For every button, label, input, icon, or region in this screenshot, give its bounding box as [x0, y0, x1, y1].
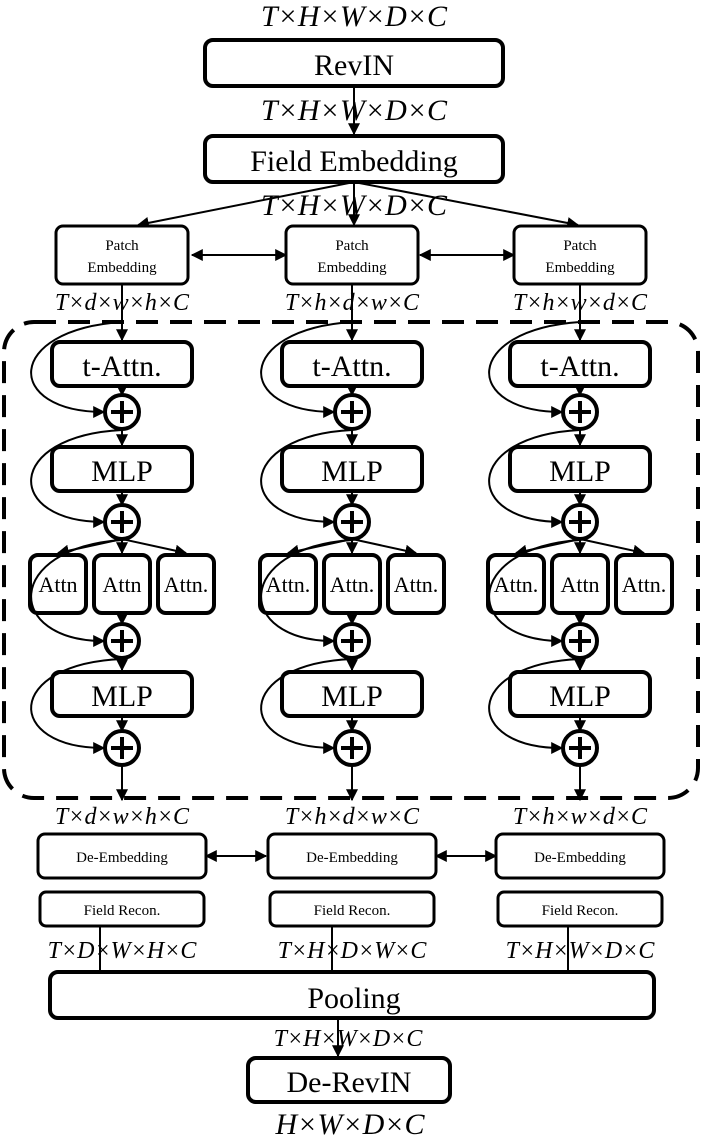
branch-2-shape-recon-label: T×H×D×W×C	[278, 938, 428, 964]
de-revin-label: De-RevIN	[287, 1066, 412, 1099]
branch-1-attn-label-1: Attn	[38, 572, 77, 597]
branch-2-attn-label-2: Attn.	[330, 572, 375, 597]
branch-1-skip-2	[30, 429, 123, 528]
field-embedding-label: Field Embedding	[250, 145, 457, 178]
branch-3-attn-label-1: Attn.	[494, 572, 539, 597]
branch-1-shape-recon-label: T×D×W×H×C	[48, 938, 198, 964]
branch-2-t-attn-label: t-Attn.	[312, 350, 391, 383]
branch-3-mlp1-label: MLP	[549, 455, 611, 488]
branch-1-patch-embedding-line1: Patch	[105, 238, 139, 254]
final-shape-label: H×W×D×C	[274, 1108, 425, 1140]
branch-2-attn-label-3: Attn.	[394, 572, 439, 597]
branch-2-skip-2	[260, 429, 353, 528]
branch-1-attn-label-3: Attn.	[164, 572, 209, 597]
branch-3-shape-recon-label: T×H×W×D×C	[506, 938, 656, 964]
branch-3-mlp2-label: MLP	[549, 680, 611, 713]
branch-1-mlp2-label: MLP	[91, 680, 153, 713]
branch-1-skip-3	[30, 539, 123, 647]
branch-1-skip-1	[30, 321, 123, 418]
branch-1-shape-out-label: T×d×w×h×C	[55, 804, 190, 830]
arrow-field-to-patch-1	[136, 181, 355, 229]
branch-3-attn-label-2: Attn	[560, 572, 599, 597]
branch-2-shape-out-label: T×h×d×w×C	[285, 804, 420, 830]
branch-2-field-recon-box	[268, 890, 436, 928]
branch-3-de-embedding-box	[494, 832, 666, 880]
branch-1-de-embedding-box	[36, 832, 208, 880]
branch-3-skip-4	[488, 658, 581, 754]
branch-3-skip-1	[488, 321, 581, 418]
shape-after-pooling-label: T×H×W×D×C	[274, 1026, 424, 1052]
branch-3-attn-box-3	[614, 553, 674, 615]
branch-3-skip-2	[488, 429, 581, 528]
branch-2-attn-box-3	[386, 553, 446, 615]
branch-3-field-recon-label: Field Recon.	[542, 903, 619, 919]
branch-2-patch-embedding-line2: Embedding	[317, 260, 387, 276]
branch-2-de-embedding-box	[266, 832, 438, 880]
branch-3-de-embedding-label: De-Embedding	[534, 850, 626, 866]
branch-3-t-attn-label: t-Attn.	[540, 350, 619, 383]
branch-2-de-embedding-label: De-Embedding	[306, 850, 398, 866]
input-shape-label: T×H×W×D×C	[261, 0, 448, 33]
branch-2-patch-embedding-line1: Patch	[335, 238, 369, 254]
branch-2-field-recon-label: Field Recon.	[314, 903, 391, 919]
branch-3-shape-out-label: T×h×w×d×C	[513, 804, 648, 830]
de-revin-box	[246, 1056, 452, 1104]
branch-2-skip-3	[260, 539, 353, 647]
branch-1-skip-4	[30, 658, 123, 754]
pooling-box	[48, 970, 656, 1020]
branch-2-mlp2-label: MLP	[321, 680, 383, 713]
branch-3-arrow-plus2-to-attn-3	[579, 538, 646, 557]
branch-1-arrow-plus2-to-attn-3	[121, 538, 188, 557]
branch-3-field-recon-box	[496, 890, 664, 928]
branch-1-patch-embedding-line2: Embedding	[87, 260, 157, 276]
branch-1-field-recon-label: Field Recon.	[84, 903, 161, 919]
branch-3-skip-3	[488, 539, 581, 647]
shape-after-field-label: T×H×W×D×C	[261, 189, 448, 222]
branch-2-mlp1-label: MLP	[321, 455, 383, 488]
branch-2-skip-4	[260, 658, 353, 754]
branch-1-field-recon-box	[38, 890, 206, 928]
branch-2-skip-1	[260, 321, 353, 418]
revin-label: RevIN	[314, 49, 394, 82]
branch-3-patch-embedding-line1: Patch	[563, 238, 597, 254]
branch-2-arrow-plus2-to-attn-3	[351, 538, 418, 557]
branch-3-patch-embedding-line2: Embedding	[545, 260, 615, 276]
branch-2-attn-label-1: Attn.	[266, 572, 311, 597]
pooling-label: Pooling	[307, 982, 400, 1015]
branch-1-de-embedding-label: De-Embedding	[76, 850, 168, 866]
branch-1-attn-label-2: Attn	[102, 572, 141, 597]
branch-3-attn-label-3: Attn.	[622, 572, 667, 597]
branch-1-mlp1-label: MLP	[91, 455, 153, 488]
shape-after-revin-label: T×H×W×D×C	[261, 94, 448, 127]
branch-1-attn-box-3	[156, 553, 216, 615]
branch-1-t-attn-label: t-Attn.	[82, 350, 161, 383]
arrow-field-to-patch-3	[353, 181, 580, 229]
